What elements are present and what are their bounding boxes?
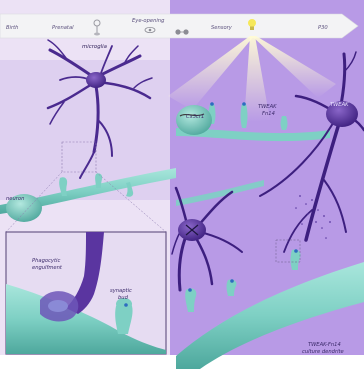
- synapse-marker: [242, 102, 246, 106]
- neuron-label: neuron: [6, 196, 24, 202]
- synapse-marker: [188, 288, 192, 292]
- left-neuron: neuron: [6, 194, 42, 222]
- phagocytic-label-line1: Phagocytic: [32, 258, 60, 264]
- microglia-label: microglia: [82, 44, 107, 50]
- synapse-marker: [210, 102, 214, 106]
- timeline-stage-sensory: Sensory: [211, 25, 233, 31]
- tweak-neuron-label: TWEAK: [330, 102, 349, 108]
- cx3cr1-neuron: Cx3cr1: [176, 105, 212, 135]
- spine: [281, 116, 288, 130]
- synaptic-label-line1: synaptic: [110, 288, 132, 294]
- engulfed-synapse: [48, 300, 68, 312]
- timeline-stage-birth: Birth: [6, 25, 18, 31]
- timeline-stage-prenatal: Prenatal: [52, 25, 74, 31]
- synapse-marker: [230, 279, 234, 283]
- synaptic-label-line2: bud: [118, 295, 129, 301]
- synapse-marker: [294, 249, 298, 253]
- tweak-label-line2: Fn14: [262, 111, 275, 117]
- inset-panel: Phagocytic engulfment synaptic bud: [6, 232, 166, 354]
- synaptic-bud-marker: [124, 303, 128, 307]
- tweak-label-line1: TWEAK: [258, 104, 277, 110]
- tweak-fn14-label-line2: culture dendrite: [302, 349, 344, 355]
- cx3cr1-label: Cx3cr1: [186, 114, 204, 120]
- left-microglia-soma: [86, 72, 106, 88]
- timeline-stage-p30: P30: [318, 25, 328, 31]
- spine: [241, 104, 248, 128]
- phagocytic-label-line2: engulfment: [32, 265, 63, 271]
- tweak-fn14-label-line1: TWEAK-Fn14: [308, 342, 341, 348]
- timeline-stage-eye-opening: Eye-opening: [132, 18, 165, 24]
- developmental-timeline: Birth Prenatal Eye-opening Sensory P30: [0, 14, 358, 38]
